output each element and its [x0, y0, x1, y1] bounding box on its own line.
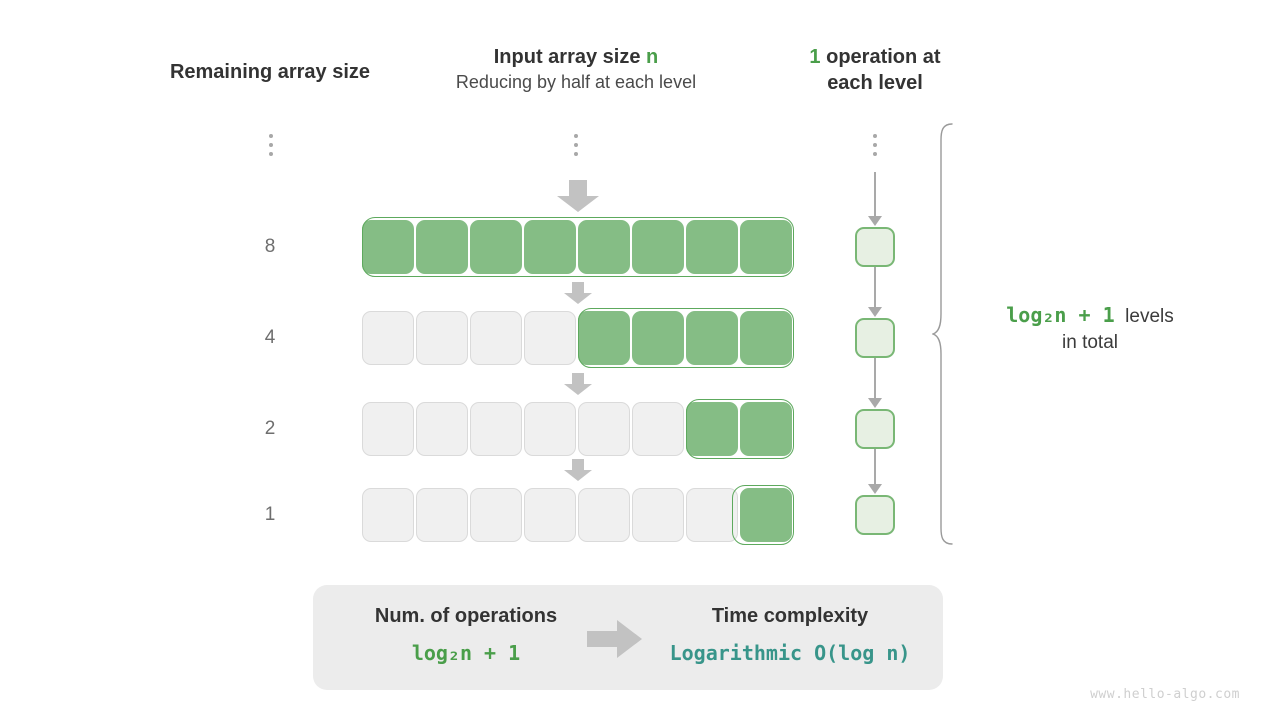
array-cell	[578, 402, 630, 456]
array-cell	[578, 220, 630, 274]
connector-line-2	[874, 358, 876, 399]
dot	[873, 143, 877, 147]
connector-line-1	[874, 267, 876, 308]
array-cell	[362, 488, 414, 542]
size-label-level-3: 1	[264, 504, 276, 525]
array-cell	[632, 220, 684, 274]
array-cell	[362, 311, 414, 365]
array-row-level-0	[362, 220, 794, 274]
array-cell	[740, 402, 792, 456]
operation-cell-level-2	[855, 409, 895, 449]
arrowhead-icon-0	[868, 216, 882, 226]
summary-operations-value: log₂n + 1	[411, 641, 521, 665]
watermark: www.hello-algo.com	[1090, 687, 1240, 702]
array-cell	[578, 488, 630, 542]
right-arrow-icon-summary	[587, 620, 643, 658]
summary-complexity-block: Time complexity Logarithmic O(log n)	[645, 605, 935, 665]
dot	[873, 152, 877, 156]
dot	[574, 143, 578, 147]
array-cell	[416, 488, 468, 542]
operation-cell-level-1	[855, 318, 895, 358]
array-cell	[470, 311, 522, 365]
summary-operations-block: Num. of operations log₂n + 1	[321, 605, 611, 665]
array-row-level-3	[362, 488, 794, 542]
arrowhead-icon-2	[868, 398, 882, 408]
array-cell	[524, 488, 576, 542]
connector-line-3	[874, 449, 876, 486]
array-cell	[686, 488, 738, 542]
array-cell	[632, 488, 684, 542]
summary-box: Num. of operations log₂n + 1 Time comple…	[313, 585, 943, 690]
header-right-accent: 1	[809, 46, 821, 68]
array-row-level-1	[362, 311, 794, 365]
size-label-level-2: 2	[264, 418, 276, 439]
levels-annotation: log₂n + 1 levels in total	[975, 302, 1205, 355]
array-cell	[578, 311, 630, 365]
levels-text: levels	[1125, 306, 1174, 327]
size-label-level-1: 4	[264, 327, 276, 348]
dot	[269, 143, 273, 147]
array-cell	[524, 402, 576, 456]
array-row-level-2	[362, 402, 794, 456]
levels-text-2: in total	[1062, 331, 1118, 353]
connector-line-0	[874, 172, 876, 220]
summary-operations-title: Num. of operations	[374, 605, 558, 627]
arrowhead-icon-1	[868, 307, 882, 317]
array-cell	[470, 488, 522, 542]
ellipsis-middle-column	[571, 134, 581, 156]
array-cell	[686, 220, 738, 274]
array-cell	[524, 220, 576, 274]
levels-brace	[932, 122, 962, 546]
operation-cell-level-0	[855, 227, 895, 267]
array-cell	[470, 402, 522, 456]
array-cell	[416, 402, 468, 456]
column-header-remaining-size: Remaining array size	[120, 60, 420, 86]
dot	[269, 152, 273, 156]
dot	[873, 134, 877, 138]
levels-formula: log₂n + 1	[1006, 303, 1115, 327]
array-cell	[524, 311, 576, 365]
operation-cell-level-3	[855, 495, 895, 535]
column-header-operations: 1 operation at each level	[770, 45, 980, 96]
down-arrow-icon-to-level-0	[556, 180, 600, 212]
ellipsis-left-column	[266, 134, 276, 156]
ellipsis-operations-column	[870, 134, 880, 156]
header-middle-title-text: Input array size	[493, 46, 641, 68]
size-label-level-0: 8	[264, 236, 276, 257]
header-right-text: operation at	[820, 46, 941, 68]
arrowhead-icon-3	[868, 484, 882, 494]
down-arrow-icon-to-level-3	[563, 459, 593, 481]
array-cell	[686, 311, 738, 365]
column-header-input-array: Input array size n Reducing by half at e…	[400, 45, 752, 94]
down-arrow-icon-to-level-1	[563, 282, 593, 304]
array-cell	[362, 402, 414, 456]
array-cell	[470, 220, 522, 274]
dot	[269, 134, 273, 138]
array-cell	[632, 311, 684, 365]
summary-complexity-value: Logarithmic O(log n)	[669, 641, 911, 665]
down-arrow-icon-to-level-2	[563, 373, 593, 395]
array-cell	[632, 402, 684, 456]
header-right-line2: each level	[827, 71, 923, 94]
header-middle-title-accent: n	[646, 46, 659, 68]
summary-complexity-title: Time complexity	[711, 605, 869, 627]
array-cell	[416, 220, 468, 274]
array-cell	[362, 220, 414, 274]
header-left-title: Remaining array size	[169, 61, 371, 83]
header-middle-title: Input array size n	[400, 45, 752, 71]
array-cell	[740, 488, 792, 542]
array-cell	[740, 311, 792, 365]
header-right-line1: 1 operation at	[770, 45, 980, 71]
array-cell	[740, 220, 792, 274]
array-cell	[416, 311, 468, 365]
dot	[574, 152, 578, 156]
dot	[574, 134, 578, 138]
header-middle-subtitle: Reducing by half at each level	[455, 71, 697, 92]
array-cell	[686, 402, 738, 456]
